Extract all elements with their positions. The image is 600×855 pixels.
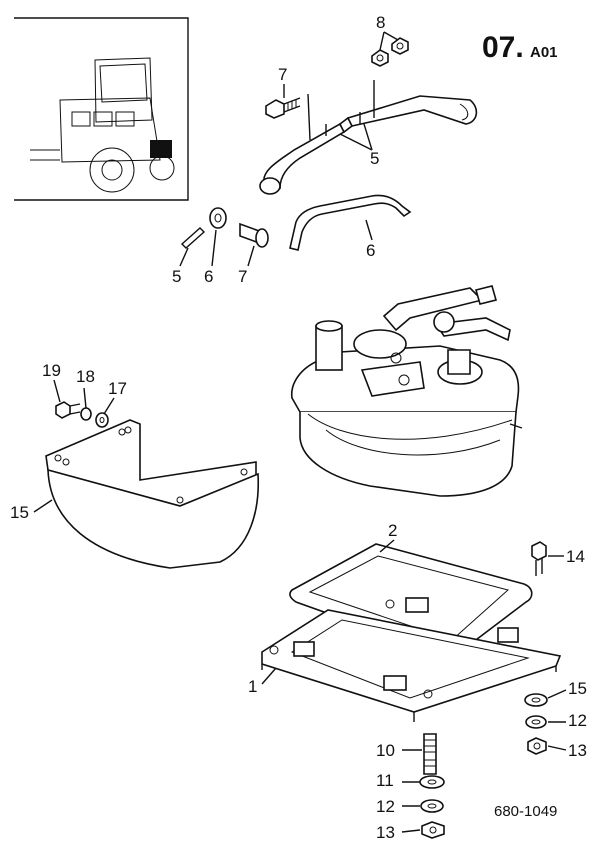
callout-2: 2 [388,521,397,540]
cotter-pin-7 [180,227,206,249]
callout-10: 10 [376,741,395,760]
washer-6 [209,207,227,229]
strap-4 [289,194,412,251]
lock-washer-12 [420,799,444,813]
washer-15 [524,693,548,707]
washer-18 [80,407,92,421]
locator-inset [14,17,189,201]
washer-17 [95,412,109,428]
nut-13-right [527,737,547,755]
nut-13 [421,821,445,839]
callout-6: 6 [204,267,213,286]
callout-13-bottom: 13 [376,823,395,842]
bolt-19 [55,401,81,419]
tank-guard [45,419,260,569]
callout-12-right: 12 [568,711,587,730]
stud-10 [423,733,437,775]
callout-3: 5 [370,149,379,168]
callout-4: 6 [366,241,375,260]
fuel-tank [291,285,523,497]
washer-11 [419,775,445,789]
straps-3 [259,95,478,195]
callout-18: 18 [76,367,95,386]
callout-12-bottom: 12 [376,797,395,816]
page-code: 07. A01 [482,31,558,64]
page-code-sub: A01 [530,44,558,61]
callout-5: 7 [238,267,247,286]
reference-number: 680-1049 [494,803,557,820]
bolt-14 [531,541,547,576]
callout-7: 5 [172,267,181,286]
callout-19: 19 [42,361,61,380]
callout-17: 17 [108,379,127,398]
nuts-9 [371,37,409,67]
callout-15: 15 [568,679,587,698]
callout-9: 8 [376,13,385,32]
lock-washer-12-right [525,715,547,729]
callout-11: 11 [376,771,394,790]
callout-14: 14 [566,547,585,566]
tractor-sketch [30,57,175,193]
pin-5 [239,222,269,248]
callout-16: 15 [10,503,29,522]
callout-13-right: 13 [568,741,587,760]
mounting-frame [261,597,562,722]
callout-8: 7 [278,65,287,84]
page-code-main: 07. [482,31,524,64]
callout-1-frame: 1 [248,677,257,696]
bolt-8 [265,97,301,119]
